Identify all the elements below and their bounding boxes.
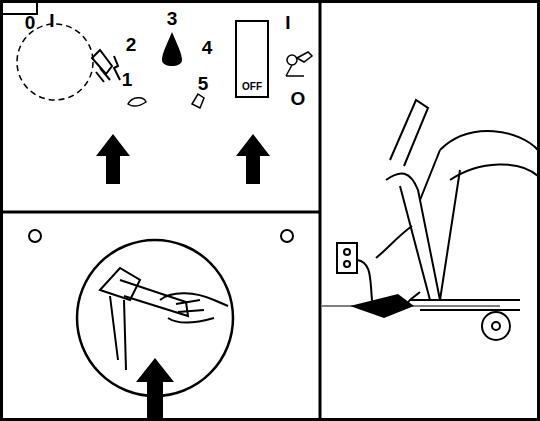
rocker-switch: OFF bbox=[235, 20, 269, 98]
dial-mark: O bbox=[291, 89, 306, 108]
dial-mark: 5 bbox=[198, 74, 209, 93]
switch-label: OFF bbox=[242, 82, 262, 92]
dial-mark: 0 bbox=[25, 13, 36, 32]
dial-mark: 2 bbox=[126, 35, 137, 54]
dial-mark: 4 bbox=[202, 38, 213, 57]
dial-mark: 1 bbox=[122, 70, 133, 89]
dial-mark: 3 bbox=[167, 9, 178, 28]
dial-mark: I bbox=[285, 13, 290, 32]
dial-mark: I bbox=[49, 11, 54, 30]
